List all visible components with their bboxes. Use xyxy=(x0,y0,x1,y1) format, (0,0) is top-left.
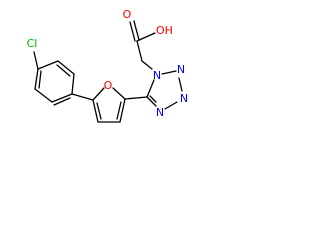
atom-nitrogen-3: N xyxy=(180,92,188,105)
atom-hydroxyl: OH xyxy=(156,24,173,37)
bond-ch2-n1 xyxy=(141,60,153,70)
bond-ph-6-1 xyxy=(71,73,75,95)
bond-ph-3-4 xyxy=(34,68,39,90)
bond-ph-1-2 xyxy=(51,93,73,103)
atom-oxygen-ketone: O xyxy=(123,8,132,21)
atom-labels: O OH N N N N O Cl xyxy=(27,8,188,119)
bond-furan-c5-c4 xyxy=(92,99,99,123)
bond-n1-n2 xyxy=(161,70,177,75)
bond-ph-cl xyxy=(33,51,39,70)
bond-ph-5-6-inner xyxy=(56,64,71,77)
bond-furan-c5-c4-inner xyxy=(96,102,102,120)
bond-n4-c5 xyxy=(146,96,157,107)
bond-furan-c3-c2-inner xyxy=(116,101,122,120)
bond-ph-2-3 xyxy=(34,88,53,103)
atom-nitrogen-1: N xyxy=(153,69,161,82)
atom-chlorine: Cl xyxy=(27,37,38,50)
bond-ph-1-2-inner xyxy=(53,97,71,106)
bond-furan-phenyl xyxy=(71,93,94,101)
structure-diagram: O OH N N N N O Cl xyxy=(27,8,188,123)
bond-ph-4-5 xyxy=(37,60,59,70)
molecule-canvas: O OH N N N N O Cl xyxy=(0,0,221,169)
bond-c-o-double-b xyxy=(133,20,140,41)
bonds xyxy=(33,20,183,123)
bond-n2-n3 xyxy=(178,77,183,92)
bond-c5-furan xyxy=(124,96,148,100)
bond-ph-5-6 xyxy=(57,60,75,75)
bond-ph-3-4-inner xyxy=(38,70,42,89)
bond-furan-c3-c2 xyxy=(119,98,126,123)
bond-c5-n1 xyxy=(146,79,155,98)
bond-n4-c5-inner xyxy=(149,95,157,103)
atom-nitrogen-2: N xyxy=(177,63,185,76)
bond-c-ch2 xyxy=(136,40,143,62)
bond-furan-c2-o xyxy=(112,87,126,100)
atom-nitrogen-4: N xyxy=(156,106,164,119)
bond-c-oh xyxy=(136,32,156,42)
bond-furan-o-c5 xyxy=(92,87,105,101)
atom-oxygen-furan: O xyxy=(104,79,113,92)
bond-c-o-double-a xyxy=(129,21,136,42)
bond-n3-n4 xyxy=(164,101,178,110)
